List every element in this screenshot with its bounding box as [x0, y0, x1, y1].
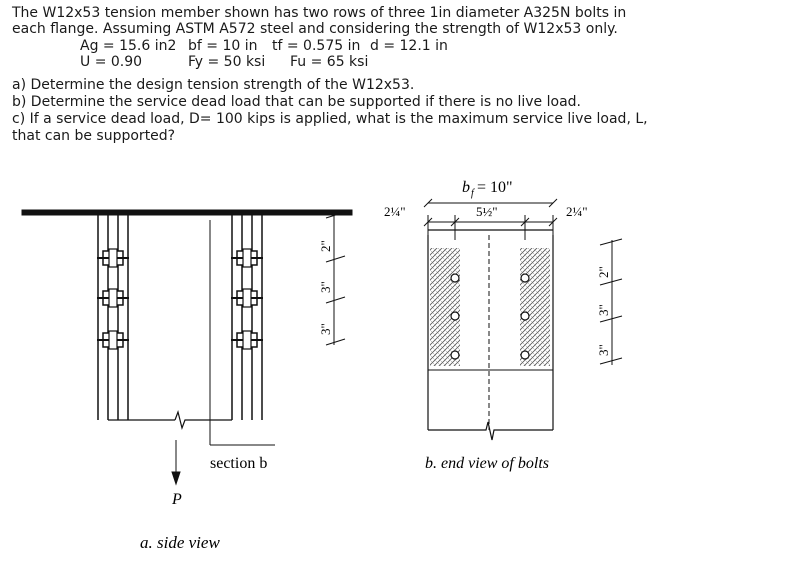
side-view-caption: a. side view — [140, 533, 220, 552]
prop-tf: tf = 0.575 in — [272, 38, 361, 54]
side-bolt — [97, 330, 129, 350]
question-c-line-1: c) If a service dead load, D= 100 kips i… — [12, 111, 648, 127]
end-view-caption: b. end view of bolts — [425, 455, 549, 472]
side-bolt — [231, 248, 263, 268]
side-bolt — [231, 330, 263, 350]
prop-ag: Ag = 15.6 in2 — [80, 38, 177, 54]
left-bolt-line-hatch — [430, 248, 460, 366]
end-bolt-hole — [520, 350, 530, 360]
question-a: a) Determine the design tension strength… — [12, 77, 415, 93]
side-view — [21, 209, 353, 486]
section-b-label: section b — [210, 455, 267, 472]
prop-u: U = 0.90 — [80, 54, 143, 70]
right-edge-dim: 2¼" — [566, 204, 588, 219]
end-bolt-hole — [520, 273, 530, 283]
prop-bf: bf = 10 in — [188, 38, 258, 54]
side-bolt — [97, 248, 129, 268]
end-view — [423, 198, 623, 441]
prop-d: d = 12.1 in — [370, 38, 448, 54]
end-bolt-hole — [450, 273, 460, 283]
end-dim-2: 2" — [596, 266, 611, 278]
gusset-plate — [21, 209, 353, 216]
end-bolt-group — [450, 273, 530, 360]
end-bolt-hole — [450, 350, 460, 360]
end-bolt-hole — [450, 311, 460, 321]
gauge-dim: 5½" — [476, 204, 498, 219]
end-bolt-hole — [520, 311, 530, 321]
bf-subscript: f — [471, 188, 475, 199]
prop-fy: Fy = 50 ksi — [188, 54, 266, 70]
side-dim-3a: 3" — [318, 281, 333, 293]
side-bolt-group — [97, 248, 263, 350]
end-dim-3a: 3" — [596, 304, 611, 316]
bf-value: = 10" — [477, 179, 513, 196]
bf-symbol: b — [462, 179, 470, 196]
side-bolt — [97, 288, 129, 308]
side-dim-3b: 3" — [318, 323, 333, 335]
side-bolt — [231, 288, 263, 308]
prop-fu: Fu = 65 ksi — [290, 54, 369, 70]
question-b: b) Determine the service dead load that … — [12, 94, 581, 110]
right-bolt-line-hatch — [520, 248, 550, 366]
left-edge-dim: 2¼" — [384, 204, 406, 219]
end-dim-3b: 3" — [596, 344, 611, 356]
problem-line-2: each flange. Assuming ASTM A572 steel an… — [12, 21, 618, 37]
question-c-line-2: that can be supported? — [12, 128, 176, 144]
side-dim-2: 2" — [318, 240, 333, 252]
load-p-label: P — [171, 491, 182, 508]
problem-line-1: The W12x53 tension member shown has two … — [12, 5, 627, 21]
